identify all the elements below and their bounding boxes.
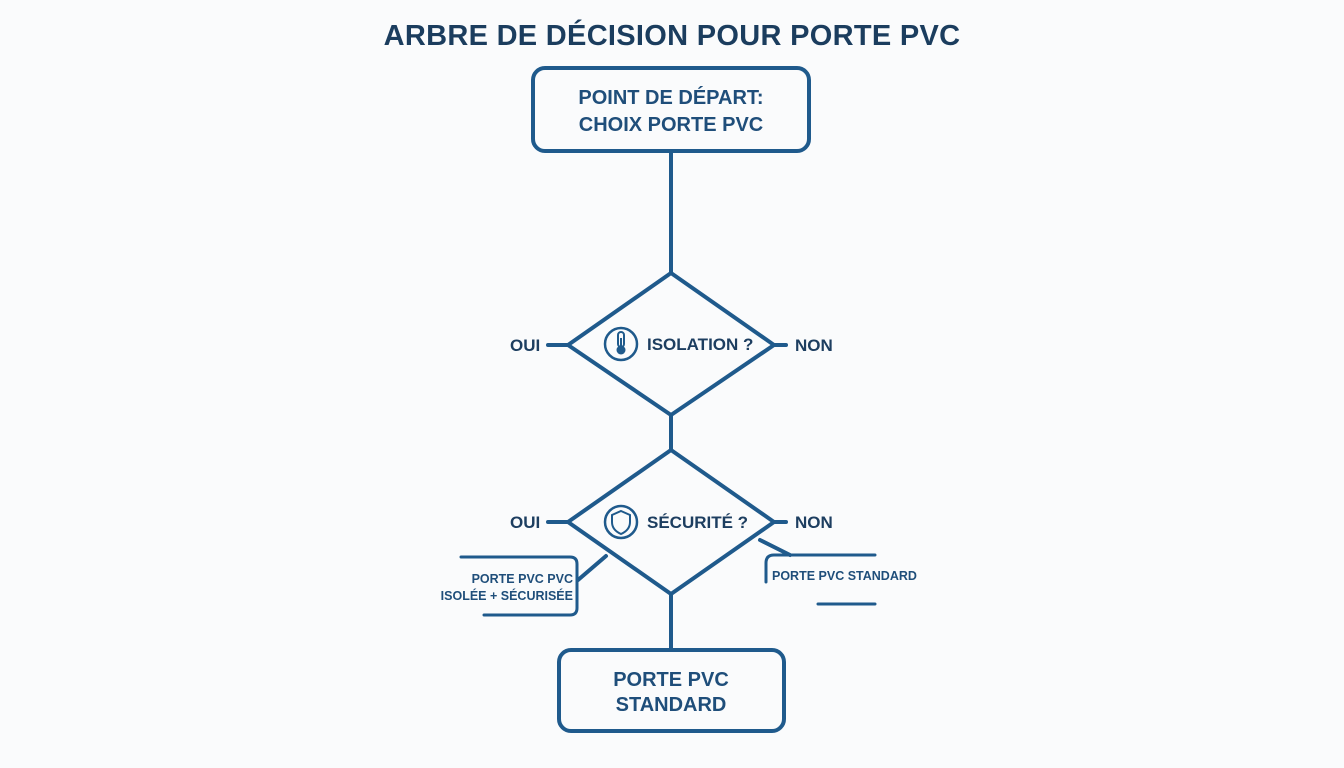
securite-yes-label: OUI <box>510 513 540 532</box>
start-node-line1: POINT DE DÉPART: <box>578 86 763 109</box>
shield-icon <box>603 504 639 540</box>
isolation-no-label: NON <box>795 336 833 355</box>
left-outcome-line2: ISOLÉE + SÉCURISÉE <box>441 588 573 603</box>
securite-question: SÉCURITÉ ? <box>647 513 748 532</box>
branch-to-left-outcome <box>576 554 608 582</box>
start-node-line2: CHOIX PORTE PVC <box>579 114 763 136</box>
isolation-question: ISOLATION ? <box>647 335 753 354</box>
standard-outcome-line1: PORTE PVC <box>613 669 729 691</box>
left-outcome-bracket <box>459 555 579 617</box>
branch-to-right-outcome <box>758 538 792 557</box>
right-outcome-label: PORTE PVC STANDARD <box>772 569 917 583</box>
page-title: ARBRE DE DÉCISION POUR PORTE PVC <box>383 20 961 52</box>
right-outcome-bracket <box>764 553 877 606</box>
left-outcome-line1: PORTE PVC PVC <box>472 572 573 586</box>
isolation-decision-diamond <box>566 271 776 417</box>
standard-outcome-box <box>557 648 786 733</box>
isolation-yes-label: OUI <box>510 336 540 355</box>
securite-decision-diamond <box>566 448 776 596</box>
standard-outcome-line2: STANDARD <box>616 694 727 716</box>
start-node-box <box>531 66 811 153</box>
thermometer-icon <box>603 326 639 362</box>
securite-no-label: NON <box>795 513 833 532</box>
